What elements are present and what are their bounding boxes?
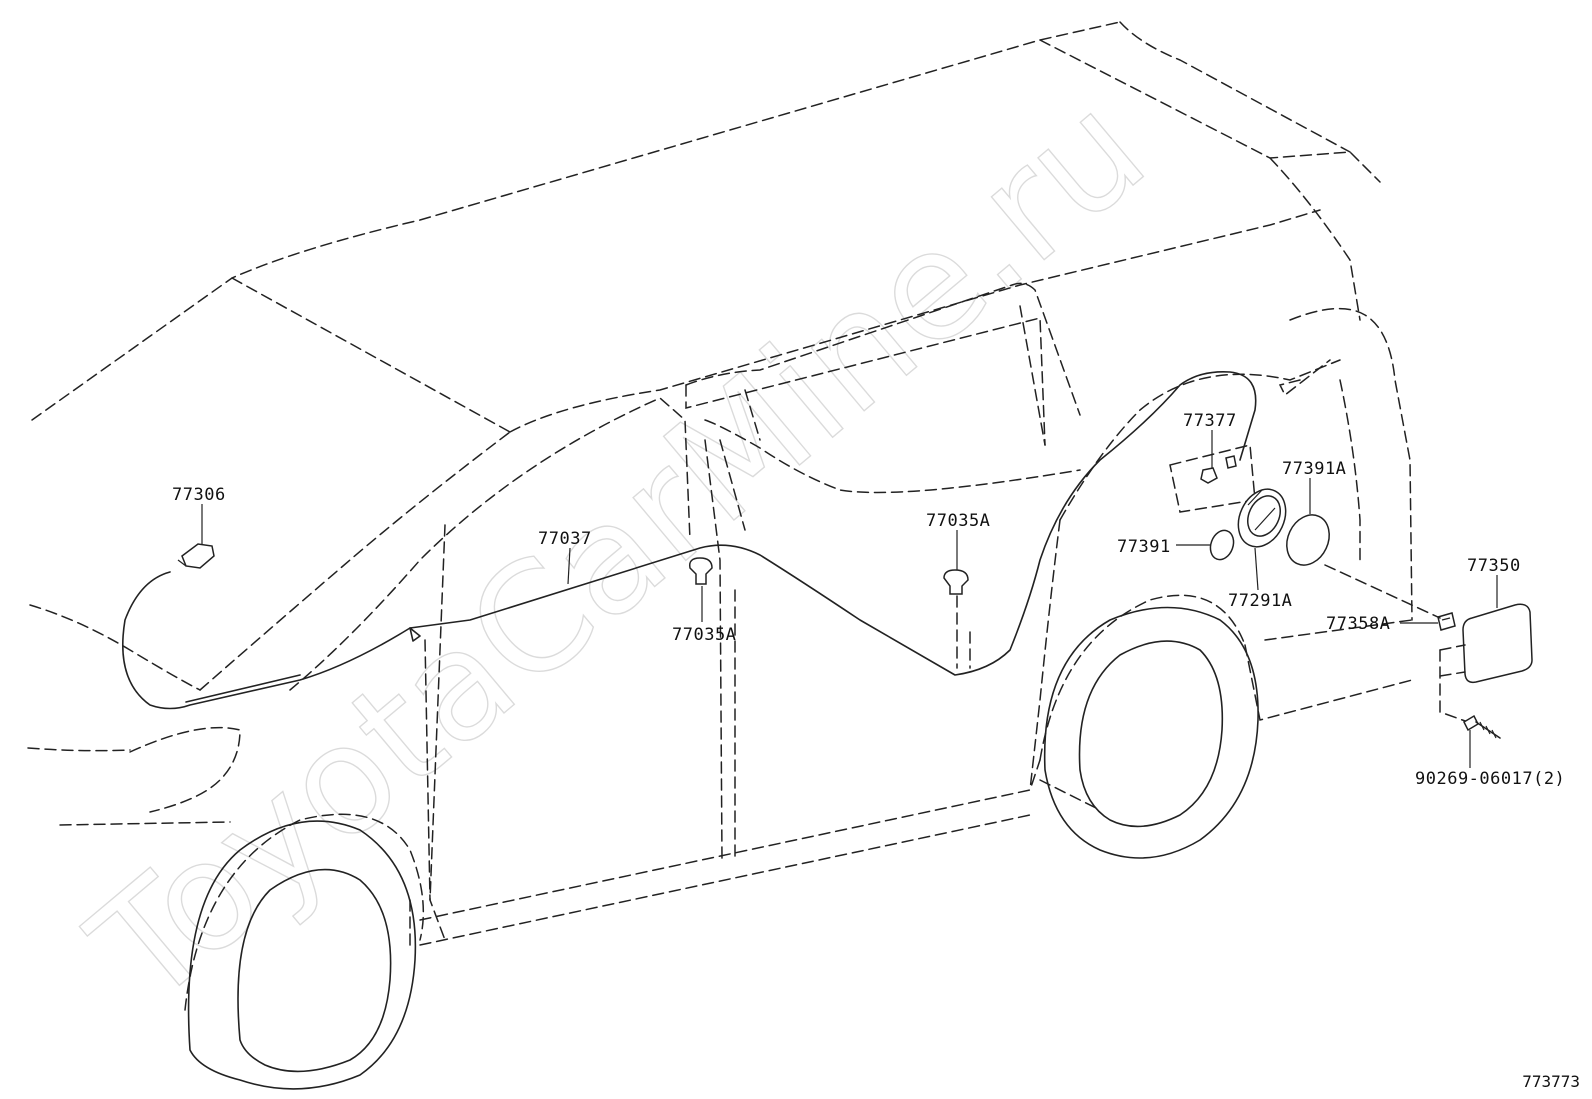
front-wheel [187,820,417,1090]
fuel-lid-hinge [1324,564,1456,631]
label-77377: 77377 [1183,411,1237,431]
cable-clamp-front [688,557,713,585]
label-90269-06017: 90269-06017(2) [1415,769,1565,789]
grommet-77391a [1286,514,1330,566]
label-77350: 77350 [1467,556,1521,576]
label-77306: 77306 [172,485,226,505]
vehicle-body-outline [27,21,1413,1011]
fuel-inlet-box [1237,488,1287,548]
fuel-lid-opener-cable [122,370,1257,710]
cable-clamp-rear [943,569,971,669]
watermark-text: ToyotaCarMine.ru [61,62,1177,1038]
label-77391: 77391 [1117,537,1171,557]
fuel-lid-panel [1439,603,1533,723]
rear-wheel [1043,606,1259,859]
label-77037: 77037 [538,529,592,549]
fuel-lid-opener-handle [177,543,215,569]
leader-lines [201,430,1498,768]
label-77358a: 77358A [1326,614,1390,634]
part-labels: 77306 77037 77035A 77035A 77377 77391A 7… [172,411,1565,789]
label-77291a: 77291A [1228,591,1292,611]
label-77035a-lower: 77035A [672,625,736,645]
label-77391a: 77391A [1282,459,1346,479]
diagram-reference-number: 773773 [1522,1072,1580,1091]
grommet-77391 [1209,529,1235,561]
rivet-screw [1463,714,1501,739]
label-77035a-upper: 77035A [926,511,990,531]
